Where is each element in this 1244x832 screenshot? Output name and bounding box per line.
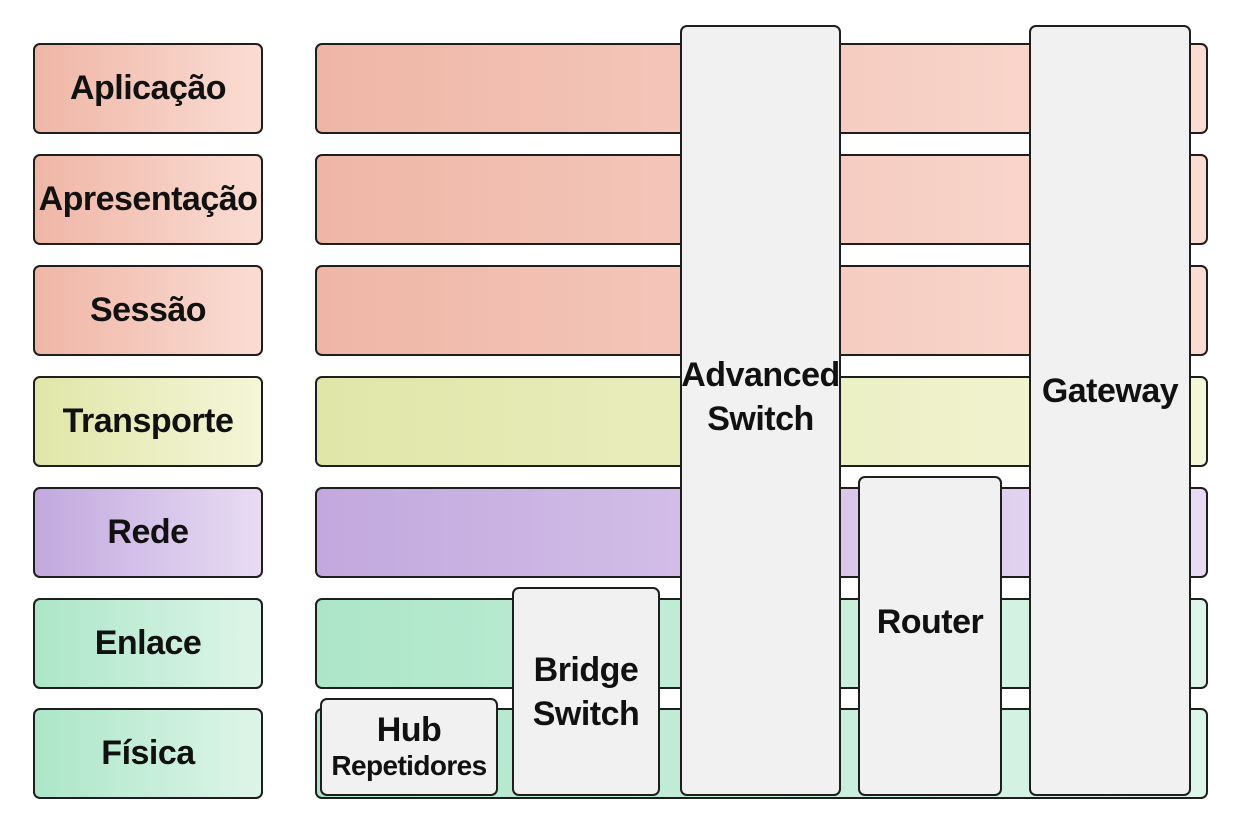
device-router: Router xyxy=(858,476,1002,796)
layer-label-sessao: Sessão xyxy=(33,265,263,356)
device-bridge-line2: Switch xyxy=(532,694,640,733)
device-advanced-switch-line2: Switch xyxy=(707,400,814,438)
layer-label-fisica: Física xyxy=(33,708,263,799)
device-gateway: Gateway xyxy=(1029,25,1191,796)
layer-label-transporte: Transporte xyxy=(33,376,263,467)
device-router-line1: Router xyxy=(876,603,984,641)
device-advanced-switch-line1: Advanced xyxy=(681,356,840,394)
device-hub-line1: Hub xyxy=(376,711,442,749)
device-bridge-switch: Bridge Switch xyxy=(512,587,660,796)
layer-label-aplicacao: Aplicação xyxy=(33,43,263,134)
layer-label-apresentacao: Apresentação xyxy=(33,154,263,245)
device-advanced-switch: Advanced Switch xyxy=(680,25,841,796)
layer-label-enlace: Enlace xyxy=(33,598,263,689)
device-hub-line2: Repetidores xyxy=(331,750,487,781)
layer-label-rede: Rede xyxy=(33,487,263,578)
device-hub-repetidores: Hub Repetidores xyxy=(320,698,498,796)
device-bridge-line1: Bridge xyxy=(533,650,639,689)
device-gateway-line1: Gateway xyxy=(1041,372,1179,410)
